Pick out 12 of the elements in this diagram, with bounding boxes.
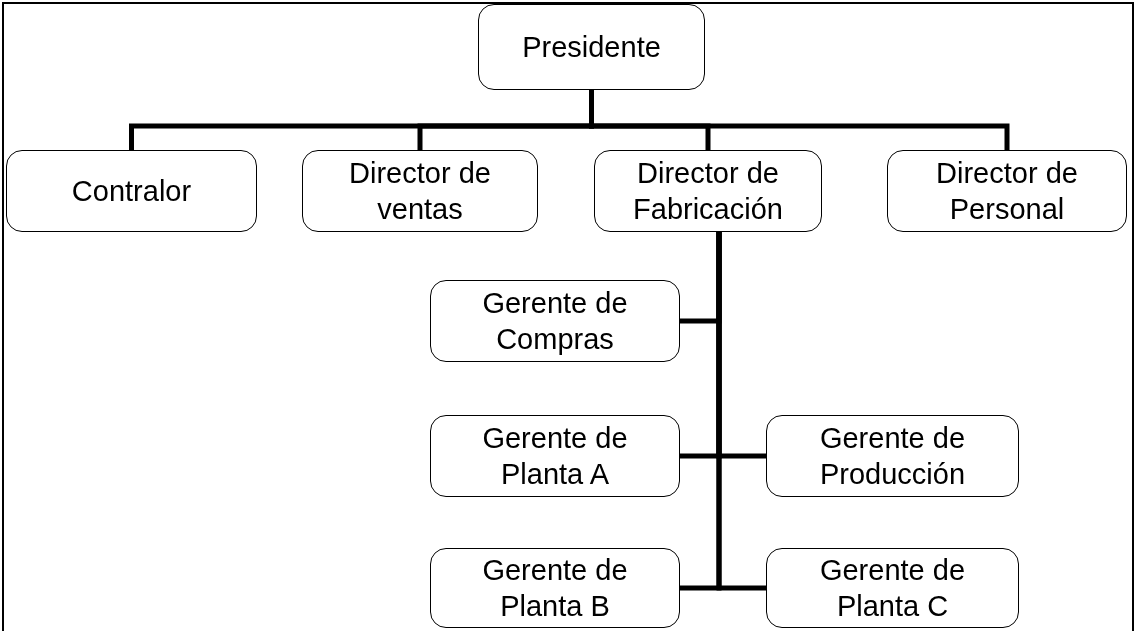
connector-line (589, 90, 1010, 150)
org-box: Presidente (478, 4, 705, 90)
org-box: Gerente de Planta B (430, 548, 680, 628)
org-box: Director de Fabricación (594, 150, 822, 232)
org-box: Gerente de Planta C (766, 548, 1019, 628)
org-box: Director de Personal (887, 150, 1127, 232)
org-box: Gerente de Planta A (430, 415, 680, 497)
connector-line (716, 232, 766, 591)
org-box: Director de ventas (302, 150, 538, 232)
org-box: Gerente de Producción (766, 415, 1019, 497)
org-box: Contralor (6, 150, 257, 232)
org-box: Gerente de Compras (430, 280, 680, 362)
